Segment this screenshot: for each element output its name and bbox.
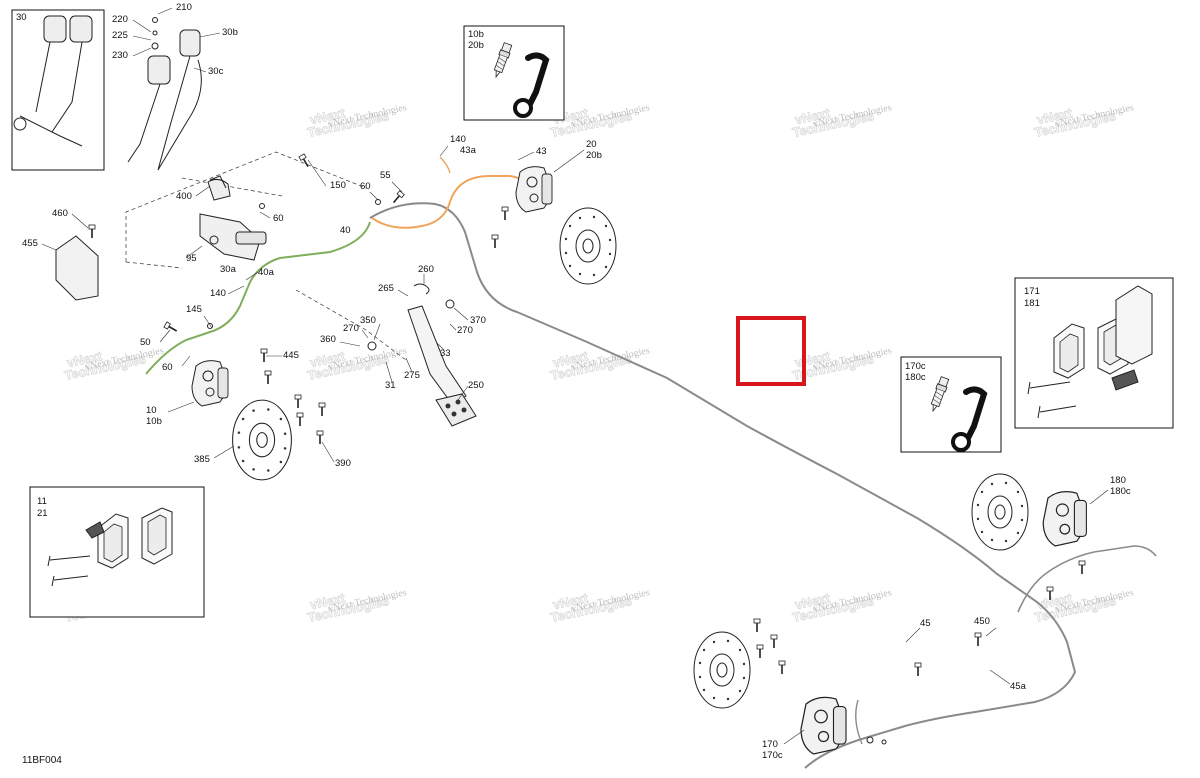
callout-50: 50	[140, 337, 151, 348]
callout-270-b: 270	[343, 323, 359, 334]
callout-181: 181	[1024, 298, 1040, 309]
box-10b-20b-bleeder: 10b 20b	[463, 25, 565, 121]
callout-170c: 170c	[762, 750, 783, 761]
box-171-181-rear-pads: 171 181	[1014, 277, 1174, 429]
box-30-reservoir: 30	[11, 9, 105, 171]
green-brake-line	[145, 221, 371, 375]
rear-left-caliper-group: 170 170c 45 450 45a	[693, 616, 1027, 761]
main-brake-line	[369, 202, 1077, 769]
callout-170: 170	[762, 739, 778, 750]
callout-225: 225	[112, 30, 128, 41]
front-left-caliper-group: 445 10 10b 385 390	[146, 348, 351, 481]
callout-260: 260	[418, 264, 434, 275]
callout-230: 230	[112, 50, 128, 61]
callout-455: 455	[22, 238, 38, 249]
callout-171: 171	[1024, 286, 1040, 297]
callout-210: 210	[176, 2, 192, 13]
reference-code: 11BF004	[22, 755, 62, 766]
callout-30c: 30c	[208, 66, 224, 77]
callout-30b: 30b	[222, 27, 238, 38]
callout-20: 20	[586, 139, 597, 150]
front-right-caliper-group: 140 43a 43 20 20b	[439, 134, 617, 285]
callout-30a: 30a	[220, 264, 237, 275]
rear-right-caliper-group: 180 180c	[971, 473, 1131, 601]
callout-265: 265	[378, 283, 394, 294]
orange-brake-line	[371, 175, 531, 229]
callout-390: 390	[335, 458, 351, 469]
callout-43: 43	[536, 146, 547, 157]
callout-45a: 45a	[1010, 681, 1027, 692]
callout-95: 95	[186, 253, 197, 264]
callout-11: 11	[37, 496, 47, 507]
callout-250: 250	[468, 380, 484, 391]
callout-60-c: 60	[162, 362, 173, 373]
callout-385: 385	[194, 454, 210, 465]
callout-30: 30	[16, 12, 27, 23]
callout-60-a: 60	[360, 181, 371, 192]
dashed-mount-outline	[125, 151, 407, 361]
callout-220: 220	[112, 14, 128, 25]
callout-170c-box: 170c	[905, 361, 926, 372]
callout-140-b: 140	[210, 288, 226, 299]
reservoir-group: 210 220 225 230 30b 30c	[112, 2, 238, 171]
callout-60-b: 60	[273, 213, 284, 224]
callout-270-a: 270	[457, 325, 473, 336]
callout-21: 21	[37, 508, 48, 519]
callout-40: 40	[340, 225, 351, 236]
callout-370: 370	[470, 315, 486, 326]
callout-350: 350	[360, 315, 376, 326]
callouts-left-cluster: 150 60 55 400 60 40 95 30a 40a 140 145 5…	[140, 153, 406, 373]
callout-460: 460	[52, 208, 68, 219]
bracket-455: 460 455	[22, 208, 99, 301]
callout-180c-box: 180c	[905, 372, 926, 383]
callout-45: 45	[920, 618, 931, 629]
callout-275: 275	[404, 370, 420, 381]
box-170c-180c-bleeder: 170c 180c	[900, 356, 1002, 452]
callout-31: 31	[385, 380, 396, 391]
highlight-box	[736, 316, 806, 386]
callout-10b-front: 10b	[146, 416, 162, 427]
callout-180: 180	[1110, 475, 1126, 486]
callout-20b-box: 20b	[468, 40, 484, 51]
master-cylinder	[199, 178, 267, 261]
callout-360: 360	[320, 334, 336, 345]
callout-55: 55	[380, 170, 391, 181]
brake-pedal-assembly: 260 265 270 370 350 270 360 33 31 275 25…	[320, 264, 486, 427]
callout-33: 33	[440, 348, 451, 359]
callout-150: 150	[330, 180, 346, 191]
callout-10b-box: 10b	[468, 29, 484, 40]
box-11-21-brake-pads: 11 21	[29, 486, 205, 618]
callout-450: 450	[974, 616, 990, 627]
callout-20b: 20b	[586, 150, 602, 161]
callout-145: 145	[186, 304, 202, 315]
callout-10: 10	[146, 405, 157, 416]
callout-40a: 40a	[258, 267, 275, 278]
callout-180c: 180c	[1110, 486, 1131, 497]
callout-43a: 43a	[460, 145, 477, 156]
callout-445: 445	[283, 350, 299, 361]
callout-140-a: 140	[450, 134, 466, 145]
callout-400: 400	[176, 191, 192, 202]
